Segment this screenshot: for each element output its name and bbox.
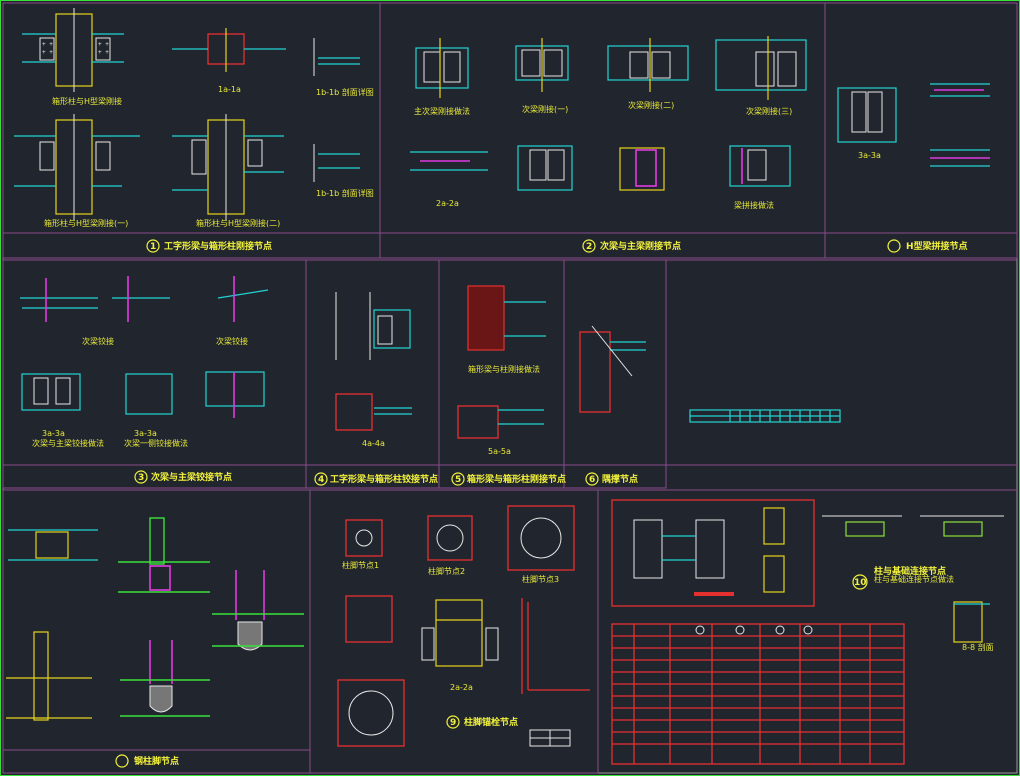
svg-text:次梁刚接(二): 次梁刚接(二) (628, 100, 674, 110)
svg-text:次梁铰接: 次梁铰接 (216, 336, 248, 346)
svg-text:柱与基础连接节点做法: 柱与基础连接节点做法 (874, 574, 954, 584)
svg-text:次梁刚接(一): 次梁刚接(一) (522, 104, 568, 114)
section-3-drawings (20, 276, 269, 418)
svg-text:次梁与主梁铰接节点: 次梁与主梁铰接节点 (151, 471, 232, 483)
svg-text:柱脚节点2: 柱脚节点2 (428, 566, 465, 576)
section-9-drawings (337, 505, 590, 747)
svg-text:6: 6 (589, 475, 595, 485)
section-6-drawings (579, 325, 646, 413)
svg-text:2: 2 (586, 242, 592, 252)
svg-text:1: 1 (150, 242, 156, 252)
svg-text:箱形柱与H型梁刚接(一): 箱形柱与H型梁刚接(一) (44, 218, 128, 228)
svg-text:8-8 剖面: 8-8 剖面 (962, 642, 994, 652)
section-4-drawings (335, 292, 412, 431)
svg-text:3a-3a: 3a-3a (42, 429, 65, 438)
svg-text:3: 3 (138, 473, 144, 483)
svg-text:2a-2a: 2a-2a (450, 683, 473, 692)
svg-text:1b-1b 剖面详图: 1b-1b 剖面详图 (316, 87, 374, 97)
svg-text:1a-1a: 1a-1a (218, 85, 241, 94)
svg-text:工字形梁与箱形柱铰接节点: 工字形梁与箱形柱铰接节点 (330, 473, 438, 485)
section-title-10: 10 柱与基础连接节点 (852, 565, 946, 590)
section-10-labels: 柱与基础连接节点做法 8-8 剖面 (874, 574, 994, 652)
svg-text:次梁一侧铰接做法: 次梁一侧铰接做法 (124, 438, 188, 448)
section-5-drawings (457, 285, 546, 439)
svg-text:次梁铰接: 次梁铰接 (82, 336, 114, 346)
section-column-base-drawings (6, 517, 304, 721)
section-title-2: 2 次梁与主梁刚接节点 (582, 239, 681, 253)
section-10-drawings (611, 499, 1004, 643)
svg-text:柱脚锚栓节点: 柱脚锚栓节点 (464, 716, 518, 728)
svg-text:5: 5 (455, 475, 461, 485)
svg-text:箱形柱与H型梁刚接(二): 箱形柱与H型梁刚接(二) (196, 218, 280, 228)
svg-text:4: 4 (318, 475, 324, 485)
svg-text:次梁刚接(三): 次梁刚接(三) (746, 106, 792, 116)
section-title-column-base: 钢柱脚节点 (115, 754, 179, 768)
svg-text:1b-1b 剖面详图: 1b-1b 剖面详图 (316, 188, 374, 198)
svg-text:箱形梁与柱刚接做法: 箱形梁与柱刚接做法 (468, 364, 540, 374)
section-title-4: 4 工字形梁与箱形柱铰接节点 (314, 472, 438, 486)
svg-text:5a-5a: 5a-5a (488, 447, 511, 456)
section-title-3: 3 次梁与主梁铰接节点 (134, 470, 232, 484)
section-1-labels: 箱形柱与H型梁刚接 1a-1a 1b-1b 剖面详图 箱形柱与H型梁刚接(一) … (44, 85, 374, 228)
section-title-splice: H型梁拼接节点 (887, 239, 968, 253)
section-2-drawings (410, 36, 807, 191)
svg-text:H型梁拼接节点: H型梁拼接节点 (906, 240, 968, 252)
strip-table (689, 409, 841, 423)
svg-text:10: 10 (854, 578, 867, 588)
section-5-labels: 箱形梁与柱刚接做法 5a-5a (468, 364, 540, 456)
svg-text:3a-3a: 3a-3a (134, 429, 157, 438)
material-schedule-table (611, 623, 905, 765)
section-4-label: 4a-4a (362, 439, 385, 448)
svg-text:2a-2a: 2a-2a (436, 199, 459, 208)
section-title-9: 9 柱脚锚栓节点 (446, 715, 518, 729)
section-9-labels: 柱脚节点1 柱脚节点2 柱脚节点3 2a-2a (342, 560, 559, 692)
svg-text:梁拼接做法: 梁拼接做法 (734, 200, 774, 210)
section-splice-drawings (837, 83, 990, 167)
svg-text:次梁与主梁铰接做法: 次梁与主梁铰接做法 (32, 438, 104, 448)
section-2-labels: 主次梁刚接做法 次梁刚接(一) 次梁刚接(二) 次梁刚接(三) 2a-2a 梁拼… (414, 100, 792, 210)
svg-text:隅撑节点: 隅撑节点 (602, 473, 638, 485)
svg-text:+ +: + + (98, 49, 109, 56)
svg-text:钢柱脚节点: 钢柱脚节点 (134, 755, 179, 767)
svg-text:+ +: + + (42, 49, 53, 56)
svg-text:柱与基础连接节点: 柱与基础连接节点 (874, 565, 946, 577)
svg-text:+ +: + + (42, 41, 53, 48)
svg-text:次梁与主梁刚接节点: 次梁与主梁刚接节点 (600, 240, 681, 252)
splice-label: 3a-3a (858, 151, 881, 160)
section-title-5: 5 箱形梁与箱形柱刚接节点 (451, 472, 566, 486)
svg-text:工字形梁与箱形柱刚接节点: 工字形梁与箱形柱刚接节点 (164, 240, 272, 252)
section-3-labels: 次梁铰接 次梁铰接 3a-3a 次梁与主梁铰接做法 3a-3a 次梁一侧铰接做法 (32, 336, 248, 448)
svg-text:箱形柱与H型梁刚接: 箱形柱与H型梁刚接 (52, 96, 122, 106)
section-1-drawings: + ++ + + ++ + (14, 8, 360, 220)
section-title-6: 6 隅撑节点 (585, 472, 638, 486)
svg-text:9: 9 (450, 718, 456, 728)
svg-text:主次梁刚接做法: 主次梁刚接做法 (414, 106, 470, 116)
svg-text:箱形梁与箱形柱刚接节点: 箱形梁与箱形柱刚接节点 (467, 473, 566, 485)
section-titles: 1 工字形梁与箱形柱刚接节点 2 次梁与主梁刚接节点 H型梁拼接节点 3 次梁与… (115, 239, 968, 768)
section-title-1: 1 工字形梁与箱形柱刚接节点 (146, 239, 272, 253)
svg-text:柱脚节点1: 柱脚节点1 (342, 560, 379, 570)
svg-text:柱脚节点3: 柱脚节点3 (522, 574, 559, 584)
svg-text:+ +: + + (98, 41, 109, 48)
